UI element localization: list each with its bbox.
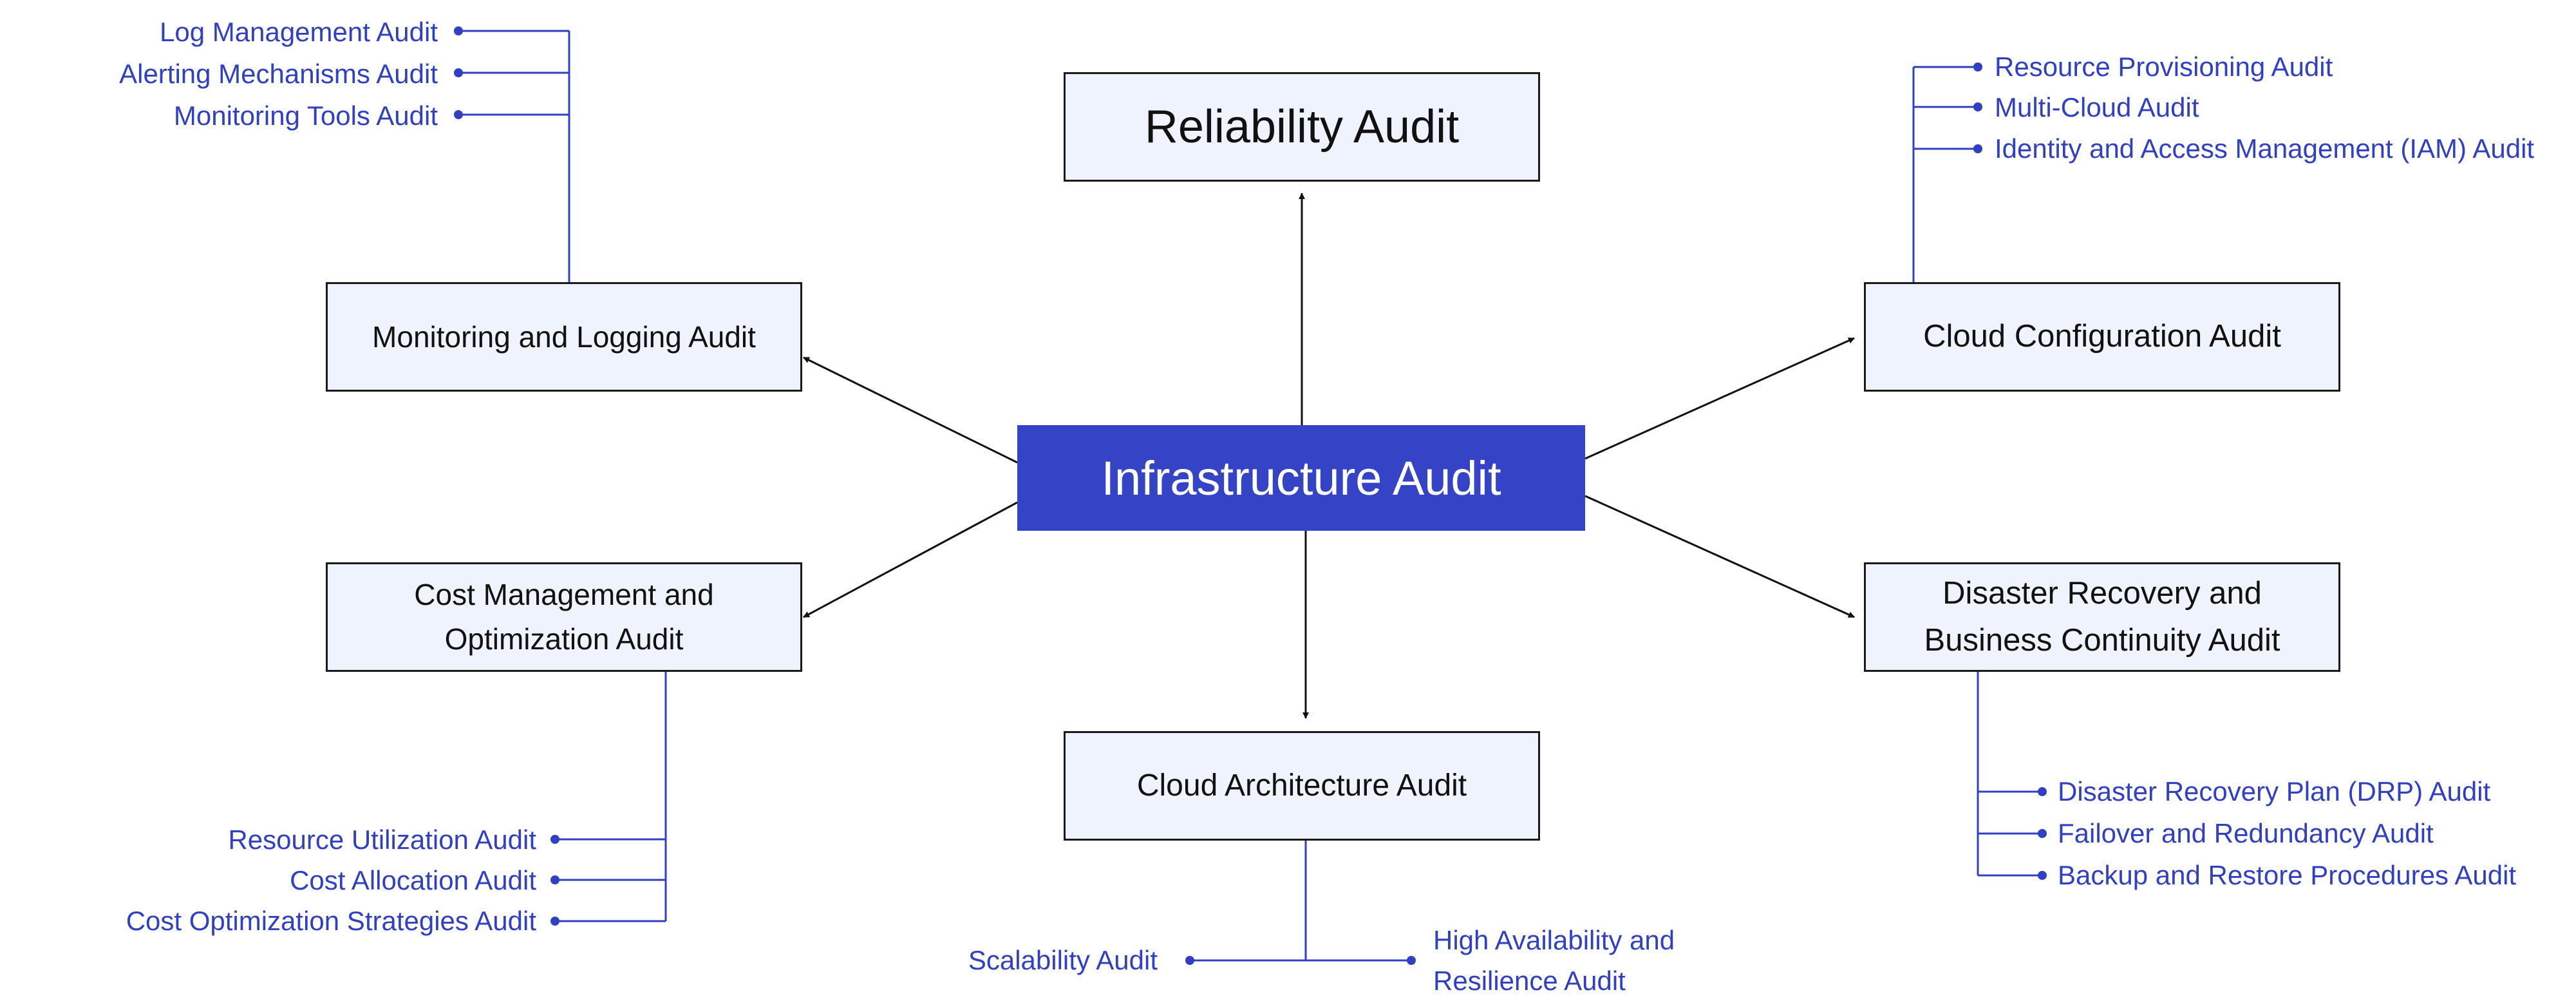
arrow-to-disaster: [1584, 495, 1855, 618]
disaster-branch: [1977, 672, 2042, 877]
bullet-dot: [2038, 871, 2047, 880]
leaf-resource-provisioning-audit: Resource Provisioning Audit: [1995, 52, 2333, 82]
leaf-cost-allocation-audit: Cost Allocation Audit: [290, 865, 536, 895]
bullet-dot: [550, 875, 559, 884]
leaf-monitoring-tools-audit: Monitoring Tools Audit: [173, 100, 438, 131]
node-disaster-recovery-audit: Disaster Recovery and Business Continuit…: [1864, 562, 2340, 672]
node-label: Cloud Architecture Audit: [1136, 768, 1467, 803]
bullet-dot: [1185, 956, 1194, 965]
leaf-alerting-mechanisms-audit: Alerting Mechanisms Audit: [119, 59, 438, 89]
bullet-dot: [550, 835, 559, 844]
cost-branch: [555, 672, 667, 922]
node-label-line: Cost Management and: [414, 578, 714, 611]
arrow-to-cloud-config: [1584, 337, 1855, 460]
monitoring-branch: [458, 30, 570, 282]
node-cloud-architecture-audit: Cloud Architecture Audit: [1064, 731, 1540, 841]
center-node-label: Infrastructure Audit: [1101, 451, 1501, 505]
bullet-dot: [550, 917, 559, 926]
center-node-infrastructure-audit: Infrastructure Audit: [1017, 425, 1585, 531]
bullet-dot: [454, 110, 463, 119]
node-monitoring-logging-audit: Monitoring and Logging Audit: [326, 282, 802, 392]
node-cost-management-audit: Cost Management and Optimization Audit: [326, 562, 802, 672]
bullet-dot: [2038, 787, 2047, 796]
leaf-iam-audit: Identity and Access Management (IAM) Aud…: [1995, 133, 2535, 164]
node-label-line: Disaster Recovery and: [1942, 575, 2262, 611]
leaf-cost-optimization-strategies-audit: Cost Optimization Strategies Audit: [126, 906, 536, 936]
node-label: Monitoring and Logging Audit: [372, 319, 756, 354]
leaf-scalability-audit: Scalability Audit: [968, 945, 1158, 975]
node-cloud-configuration-audit: Cloud Configuration Audit: [1864, 282, 2340, 392]
leaf-resource-utilization-audit: Resource Utilization Audit: [228, 825, 536, 855]
bullet-dot: [454, 26, 463, 35]
bullet-dot: [1973, 62, 1982, 72]
leaf-multi-cloud-audit: Multi-Cloud Audit: [1995, 92, 2199, 122]
node-label-line: Optimization Audit: [444, 622, 684, 656]
bullet-dot: [1973, 144, 1982, 153]
arrow-to-cost: [803, 501, 1018, 618]
architecture-branch: [1190, 841, 1411, 962]
leaf-backup-restore-audit: Backup and Restore Procedures Audit: [2058, 860, 2517, 890]
bullet-dot: [1973, 102, 1982, 111]
leaf-failover-redundancy-audit: Failover and Redundancy Audit: [2058, 818, 2434, 848]
leaf-high-availability-resilience-audit: High Availability and Resilience Audit: [1433, 920, 1675, 1001]
bullet-dot: [2038, 829, 2047, 838]
node-label: Reliability Audit: [1144, 101, 1460, 153]
bullet-dot: [1407, 956, 1416, 965]
bullet-dot: [454, 68, 463, 77]
node-reliability-audit: Reliability Audit: [1064, 72, 1540, 182]
leaf-log-management-audit: Log Management Audit: [160, 17, 438, 47]
node-label-line: Business Continuity Audit: [1924, 623, 2280, 658]
leaf-drp-audit: Disaster Recovery Plan (DRP) Audit: [2058, 776, 2491, 806]
node-label: Cloud Configuration Audit: [1923, 319, 2281, 354]
leaf-line: Resilience Audit: [1433, 966, 1626, 996]
cloud-config-branch: [1912, 66, 1978, 282]
arrow-to-monitoring: [803, 356, 1018, 464]
leaf-line: High Availability and: [1433, 925, 1675, 955]
